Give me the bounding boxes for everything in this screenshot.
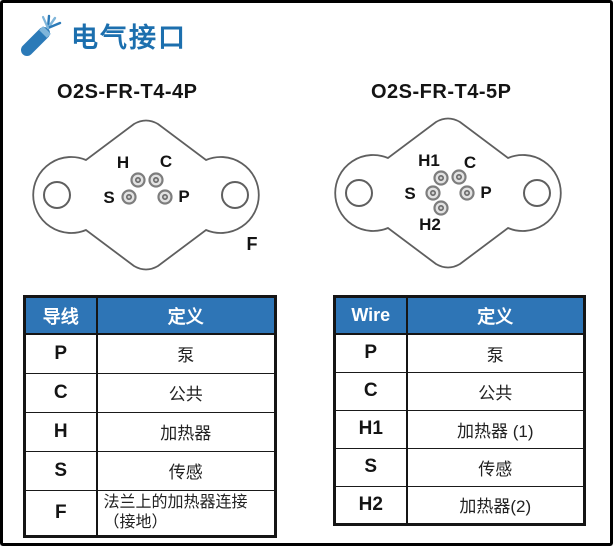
pin-label-s: S [404, 184, 415, 203]
wire-cell: F [24, 489, 98, 537]
column-header-wire: 导线 [24, 296, 98, 335]
model-title-4p: O2S-FR-T4-4P [57, 81, 198, 103]
definition-cell: 加热器 (1) [406, 409, 585, 449]
model-title-5p: O2S-FR-T4-5P [371, 81, 512, 103]
table-row: P 泵 [334, 333, 585, 373]
section-title: 电气接口 [71, 22, 187, 53]
pin-label-c: C [160, 152, 172, 171]
wire-cell: H2 [334, 485, 408, 525]
wire-table-5p: Wire 定义 P 泵 C 公共 H1 加热器 (1) S 传感 H2 [333, 295, 586, 526]
column-header-wire: Wire [334, 296, 408, 335]
mounting-hole-left [43, 181, 71, 209]
pin-label-h: H [117, 153, 129, 172]
table-row: P 泵 [24, 333, 276, 374]
table-row: S 传感 [334, 447, 585, 487]
pin-s [425, 185, 441, 201]
flange-label-f: F [247, 234, 258, 254]
definition-cell: 公共 [406, 371, 585, 411]
definition-cell: 泵 [406, 333, 585, 373]
table-row: H2 加热器(2) [334, 485, 585, 525]
table-header-row: Wire 定义 [334, 296, 585, 335]
table-row: F 法兰上的加热器连接 （接地） [24, 489, 276, 537]
package-outline [334, 117, 562, 269]
definition-cell: 泵 [96, 333, 276, 374]
pin-p [157, 189, 173, 205]
column-header-definition: 定义 [96, 296, 276, 335]
wire-cell: H [24, 411, 98, 452]
wire-cell: C [334, 371, 408, 411]
definition-cell: 法兰上的加热器连接 （接地） [96, 489, 276, 537]
definition-cell: 加热器(2) [406, 485, 585, 525]
mounting-hole-right [221, 181, 249, 209]
pin-label-s: S [103, 188, 114, 207]
pin-c [148, 172, 164, 188]
table-row: H1 加热器 (1) [334, 409, 585, 449]
pin-h2 [433, 200, 449, 216]
table-row: H 加热器 [24, 411, 276, 452]
table-header-row: 导线 定义 [24, 296, 276, 335]
wire-cell: C [24, 372, 98, 413]
section-header: 电气接口 [19, 13, 187, 57]
pinout-diagram-5p: H1 C S P H2 [334, 117, 562, 269]
wire-table-4p: 导线 定义 P 泵 C 公共 H 加热器 S 传感 F 法兰上的 [23, 295, 277, 538]
pin-label-p: P [178, 187, 189, 206]
definition-cell: 传感 [406, 447, 585, 487]
cable-icon [21, 14, 62, 56]
pin-label-c: C [464, 153, 476, 172]
pin-p [459, 185, 475, 201]
mounting-hole-left [345, 179, 373, 207]
table-row: C 公共 [334, 371, 585, 411]
definition-cell: 公共 [96, 372, 276, 413]
definition-cell: 加热器 [96, 411, 276, 452]
pin-h [130, 172, 146, 188]
wire-cell: P [334, 333, 408, 373]
wire-cell: S [24, 450, 98, 491]
wire-cell: H1 [334, 409, 408, 449]
mounting-hole-right [523, 179, 551, 207]
column-header-definition: 定义 [406, 296, 585, 335]
pin-label-p: P [480, 183, 491, 202]
table-row: S 传感 [24, 450, 276, 491]
table-row: C 公共 [24, 372, 276, 413]
pinout-diagram-4p: H C S P F [32, 119, 260, 271]
package-outline [32, 119, 260, 271]
wire-cell: P [24, 333, 98, 374]
pin-c [451, 169, 467, 185]
wire-cell: S [334, 447, 408, 487]
pin-label-h1: H1 [418, 151, 440, 170]
pin-label-h2: H2 [419, 215, 441, 234]
pin-h1 [433, 170, 449, 186]
pin-s [121, 189, 137, 205]
definition-cell: 传感 [96, 450, 276, 491]
